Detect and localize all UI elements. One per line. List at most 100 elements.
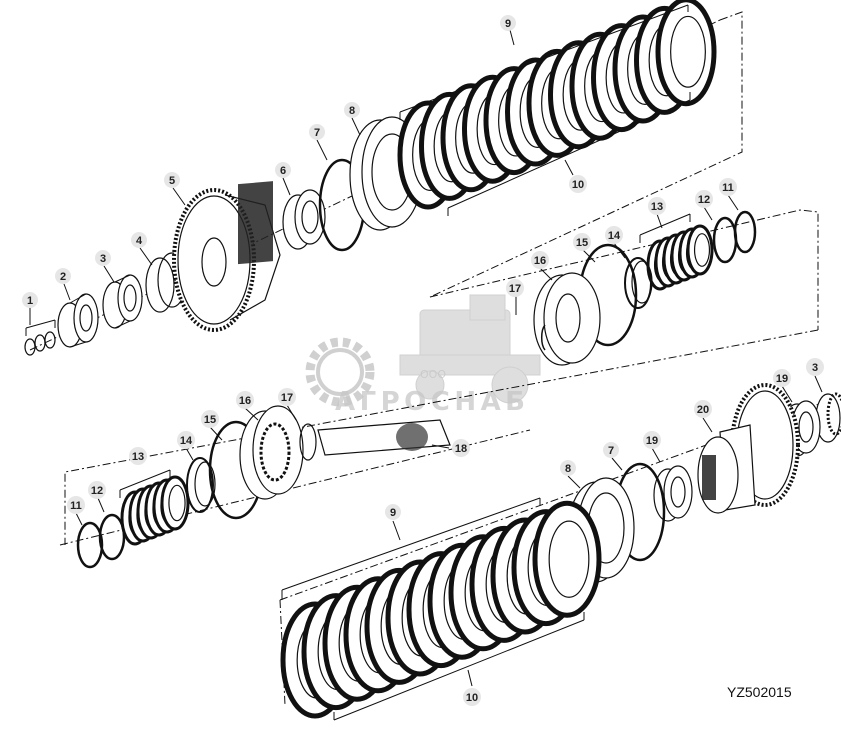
svg-text:15: 15 — [576, 237, 588, 249]
callout-14-mid: 14 — [605, 226, 623, 244]
svg-text:20: 20 — [697, 404, 709, 416]
part-14-ring-mid — [624, 257, 653, 309]
svg-text:11: 11 — [70, 500, 82, 512]
clutch-disc-bore — [548, 520, 590, 598]
callout-19-a: 19 — [773, 369, 791, 387]
svg-text:17: 17 — [281, 392, 293, 404]
svg-text:18: 18 — [455, 443, 467, 455]
part-11-ring-low — [76, 521, 104, 569]
callout-17-low: 17 — [278, 388, 296, 406]
svg-text:2: 2 — [60, 271, 66, 283]
svg-text:13: 13 — [132, 451, 144, 463]
svg-text:5: 5 — [169, 175, 175, 187]
svg-text:11: 11 — [722, 182, 734, 194]
part-4-ring — [145, 252, 187, 313]
watermark-prefix: ООО — [420, 368, 446, 381]
callout-11-low: 11 — [67, 496, 85, 514]
svg-text:3: 3 — [100, 253, 106, 265]
part-12-ring-low — [98, 513, 126, 561]
clutch-disc-bore — [693, 233, 711, 267]
callout-7-top: 7 — [309, 124, 325, 140]
part-13-spring-pack-low — [120, 475, 190, 546]
callout-15-mid: 15 — [573, 233, 591, 251]
watermark-logo: ООО АГРОСНАБ — [305, 294, 541, 417]
watermark-company-name: АГРОСНАБ — [335, 387, 525, 417]
callout-14-low: 14 — [177, 431, 195, 449]
part-11-ring-mid — [733, 210, 757, 254]
svg-text:14: 14 — [180, 435, 193, 447]
callout-12-low: 12 — [88, 481, 106, 499]
part-17-ring-low — [299, 423, 317, 461]
svg-text:10: 10 — [572, 179, 584, 191]
part-20-gear — [697, 383, 800, 514]
svg-text:7: 7 — [608, 445, 614, 457]
callout-19-b: 19 — [643, 431, 661, 449]
part-17-ring-mid — [540, 324, 546, 351]
callout-5: 5 — [164, 172, 180, 188]
svg-text:6: 6 — [280, 165, 286, 177]
callout-6: 6 — [275, 162, 291, 178]
part-12-ring-mid — [712, 216, 738, 264]
part-16-piston-mid — [533, 272, 601, 366]
callout-15-low: 15 — [201, 410, 219, 428]
svg-text:10: 10 — [466, 692, 478, 704]
part-18-shaft — [317, 419, 451, 456]
svg-text:17: 17 — [509, 283, 521, 295]
bracket-lines — [25, 4, 691, 721]
part-1-snap-rings — [24, 331, 56, 356]
callout-10-top: 10 — [569, 175, 587, 193]
callout-20: 20 — [694, 400, 712, 418]
callout-4: 4 — [131, 232, 147, 248]
callout-16-mid: 16 — [531, 251, 549, 269]
svg-text:1: 1 — [27, 295, 33, 307]
svg-text:13: 13 — [651, 201, 663, 213]
svg-text:12: 12 — [698, 194, 710, 206]
svg-text:15: 15 — [204, 414, 216, 426]
svg-text:9: 9 — [390, 507, 396, 519]
harvester-watermark-icon — [399, 294, 541, 404]
svg-text:8: 8 — [349, 105, 355, 117]
callout-1: 1 — [22, 292, 38, 308]
callout-3-right: 3 — [806, 358, 824, 376]
clutch-disc-bore — [670, 15, 706, 88]
callout-13-low: 13 — [129, 447, 147, 465]
svg-text:3: 3 — [812, 362, 818, 374]
gear-watermark-icon — [305, 337, 375, 407]
svg-text:8: 8 — [565, 463, 571, 475]
part-5-gear — [172, 181, 281, 332]
part-3-bearing-race — [102, 274, 143, 329]
callout-12-mid: 12 — [695, 190, 713, 208]
svg-text:12: 12 — [91, 485, 103, 497]
callout-2: 2 — [55, 268, 71, 284]
clutch-disc-bore — [168, 484, 186, 522]
part-6-bearing — [282, 189, 326, 250]
callout-8-top: 8 — [344, 102, 360, 118]
callout-11-mid: 11 — [719, 178, 737, 196]
svg-text:19: 19 — [646, 435, 658, 447]
part-13-spring-pack-mid — [646, 224, 714, 291]
svg-text:4: 4 — [136, 235, 143, 247]
part-14-ring-low — [186, 457, 216, 513]
callout-17-mid: 17 — [506, 279, 524, 297]
svg-text:16: 16 — [239, 395, 251, 407]
callout-9-low: 9 — [385, 504, 401, 520]
svg-text:7: 7 — [314, 127, 320, 139]
callouts: 1 2 3 4 5 6 7 8 9 10 11 12 13 14 15 16 1… — [22, 15, 824, 706]
part-9-10-clutch-pack-low — [280, 500, 602, 719]
callout-10-low: 10 — [463, 688, 481, 706]
leader-lines — [29, 29, 823, 687]
part-2-bearing — [57, 293, 99, 348]
part-19-bearing-low — [653, 465, 693, 522]
svg-text:9: 9 — [505, 18, 511, 30]
callout-9-top: 9 — [500, 15, 516, 31]
drawing-code: YZ502015 — [727, 684, 792, 700]
callout-13-mid: 13 — [648, 197, 666, 215]
callout-3-top: 3 — [95, 250, 111, 266]
svg-text:16: 16 — [534, 255, 546, 267]
part-3-bearing-right — [815, 392, 841, 443]
callout-16-low: 16 — [236, 391, 254, 409]
part-16-bearing-low — [239, 405, 304, 500]
callout-8-low: 8 — [560, 460, 576, 476]
callout-7-low: 7 — [603, 442, 619, 458]
